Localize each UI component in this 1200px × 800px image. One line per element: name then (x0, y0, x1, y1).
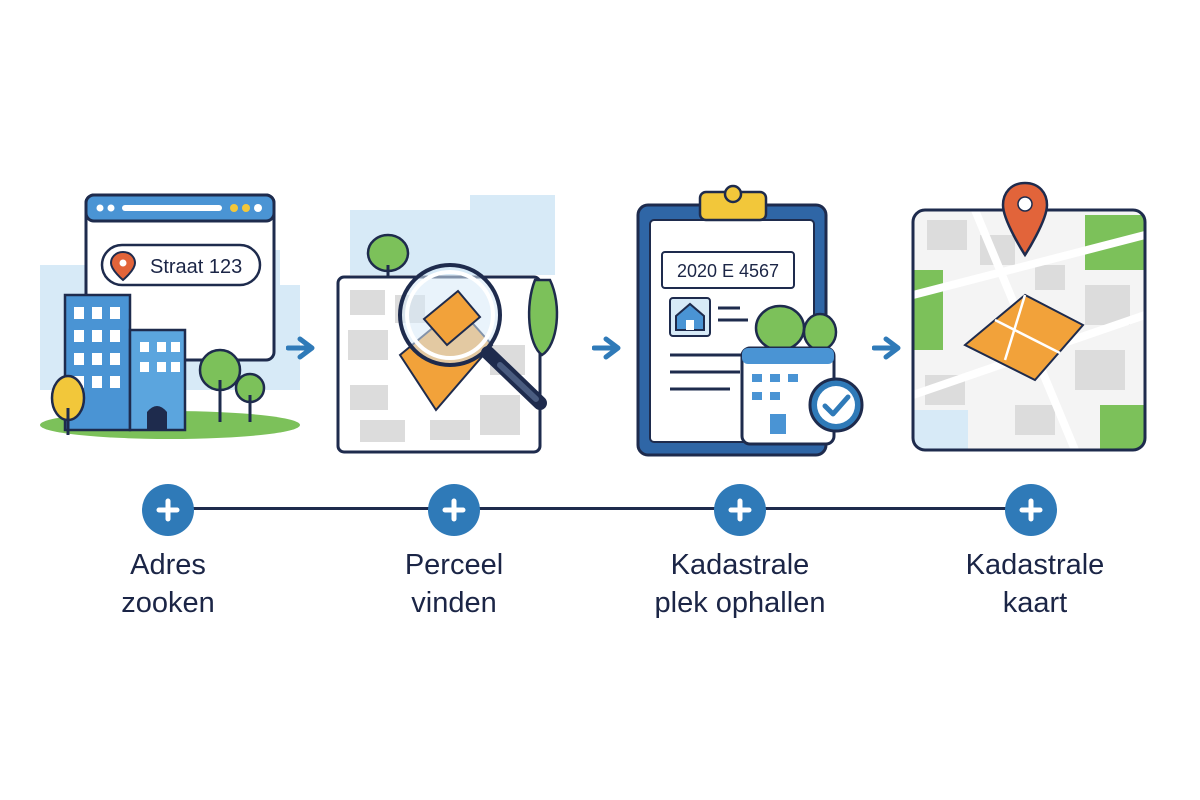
arrow-right-icon (872, 336, 901, 360)
step-1-illustration: Straat 123 (30, 190, 305, 445)
step-1-label: Adres zooken (38, 546, 298, 622)
tree-icon (50, 348, 266, 435)
step-3-illustration: 2020 E 4567 (630, 180, 870, 465)
arrow-right-icon (286, 336, 315, 360)
timeline-line (168, 507, 1031, 510)
building-icon (63, 293, 187, 432)
step-3-label: Kadastrale plek ophallen (610, 546, 870, 622)
step-1-plus-button[interactable] (142, 484, 194, 536)
plus-icon (728, 498, 752, 522)
step-2-label-line-2: vinden (411, 587, 497, 619)
magnifier-icon (398, 263, 547, 410)
step-4-label: Kadastrale kaart (905, 546, 1165, 622)
calendar-icon (740, 346, 836, 446)
document-number-field: 2020 E 4567 (661, 251, 795, 289)
location-pin-icon (109, 250, 137, 282)
step-4-plus-button[interactable] (1005, 484, 1057, 536)
checkmark-icon (808, 377, 864, 433)
step-2-label-line-1: Perceel (404, 549, 504, 581)
step-2-plus-button[interactable] (428, 484, 480, 536)
address-search-field: Straat 123 (100, 243, 262, 287)
step-3-plus-button[interactable] (714, 484, 766, 536)
plus-icon (1019, 498, 1043, 522)
step-2-illustration (330, 195, 575, 460)
step-4-label-line-1: Kadastrale (965, 549, 1105, 581)
step-4-illustration (905, 175, 1155, 460)
document-number: 2020 E 4567 (677, 261, 779, 281)
step-2-label: Perceel vinden (324, 546, 584, 622)
location-pin-icon (1001, 181, 1049, 258)
arrow-right-icon (592, 336, 621, 360)
step-4-label-line-2: kaart (1002, 587, 1068, 619)
plus-icon (156, 498, 180, 522)
step-3-label-line-2: plek ophallen (654, 587, 826, 619)
parcel-icon (963, 293, 1085, 382)
step-3-label-line-1: Kadastrale (670, 549, 810, 581)
plus-icon (442, 498, 466, 522)
step-1-label-line-2: zooken (121, 587, 215, 619)
house-icon (669, 297, 711, 337)
tree-icon (366, 233, 559, 357)
search-text: Straat 123 (150, 256, 242, 278)
step-1-label-line-1: Adres (130, 549, 206, 581)
